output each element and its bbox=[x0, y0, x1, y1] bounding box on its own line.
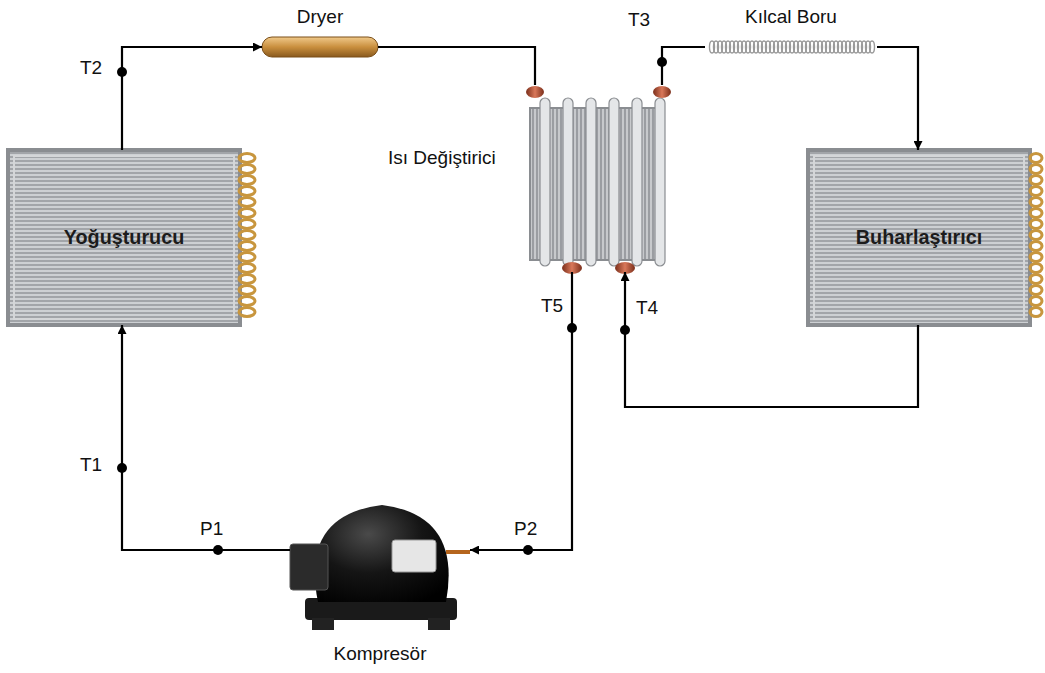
refrigerant-pipe bbox=[378, 47, 535, 85]
component: Dryer bbox=[262, 6, 378, 58]
coil-turn bbox=[239, 264, 255, 273]
tube bbox=[563, 98, 573, 266]
suction-stub bbox=[446, 550, 470, 554]
component: Kılcal Boru bbox=[705, 6, 877, 58]
sensor-label: T2 bbox=[80, 58, 102, 79]
component: Kompresör bbox=[290, 495, 470, 667]
refrigerant-pipe bbox=[470, 272, 572, 550]
coil-turn bbox=[239, 242, 255, 251]
refrigerant-pipe bbox=[877, 47, 918, 150]
coil-turn bbox=[239, 198, 255, 207]
sensor-label: P2 bbox=[514, 519, 537, 540]
coil-turn bbox=[1030, 231, 1042, 240]
compressor-dome bbox=[315, 505, 449, 602]
coil-turn bbox=[870, 41, 875, 53]
coil-turn bbox=[239, 308, 255, 317]
copper-end bbox=[526, 86, 544, 98]
component-label: Dryer bbox=[262, 6, 378, 28]
coil-turn bbox=[239, 187, 255, 196]
coil-turn bbox=[239, 231, 255, 240]
refrigerant-pipe bbox=[662, 47, 705, 85]
component-label: Yoğuşturucu bbox=[8, 226, 240, 249]
coil-turn bbox=[1030, 187, 1042, 196]
sensor-label: P1 bbox=[200, 519, 223, 540]
compressor-foot bbox=[428, 618, 450, 630]
coil-turn bbox=[239, 286, 255, 295]
coil-turn bbox=[1030, 165, 1042, 174]
coil-turn bbox=[1030, 198, 1042, 207]
component: Isı Değiştirici bbox=[528, 85, 668, 272]
coil-turn bbox=[1030, 242, 1042, 251]
condenser-body bbox=[8, 150, 240, 325]
coil-turn bbox=[239, 176, 255, 185]
coil-turn bbox=[239, 165, 255, 174]
component: Buharlaştırıcı bbox=[808, 150, 1030, 325]
coil-turn bbox=[1030, 275, 1042, 284]
component-label: Kompresör bbox=[290, 643, 470, 665]
tube bbox=[586, 98, 596, 266]
tube bbox=[655, 98, 665, 266]
tube bbox=[540, 98, 550, 266]
component: Yoğuşturucu bbox=[8, 150, 240, 325]
evaporator-body bbox=[808, 150, 1030, 325]
sensor-label: T1 bbox=[80, 455, 102, 476]
coil-turn bbox=[239, 209, 255, 218]
refrigerant-pipe bbox=[625, 272, 918, 407]
component-label: Kılcal Boru bbox=[705, 6, 877, 28]
compressor-foot bbox=[312, 618, 334, 630]
compressor-plate bbox=[392, 540, 436, 572]
coil-turn bbox=[1030, 209, 1042, 218]
coil-turn bbox=[239, 275, 255, 284]
component-label: Buharlaştırıcı bbox=[808, 226, 1030, 249]
condenser-coil bbox=[239, 154, 255, 317]
coil-turn bbox=[239, 297, 255, 306]
coil-turn bbox=[239, 253, 255, 262]
evaporator-coil bbox=[1030, 154, 1042, 317]
terminal-box bbox=[290, 544, 328, 590]
coil-turn bbox=[239, 154, 255, 163]
sensor-label: T3 bbox=[628, 10, 650, 31]
coil-turn bbox=[1030, 308, 1042, 317]
tube bbox=[632, 98, 642, 266]
copper-end bbox=[653, 86, 671, 98]
coil-turn bbox=[239, 220, 255, 229]
sensor-label: T4 bbox=[636, 298, 658, 319]
coil-turn bbox=[1030, 176, 1042, 185]
refrigerant-pipe bbox=[122, 47, 262, 150]
component-label: Isı Değiştirici bbox=[388, 147, 506, 169]
sensor-label: T5 bbox=[541, 296, 563, 317]
refrigerant-pipe bbox=[122, 325, 290, 550]
coil-turn bbox=[1030, 297, 1042, 306]
capillary-coil bbox=[710, 41, 875, 53]
coil-turn bbox=[1030, 264, 1042, 273]
coil-turn bbox=[1030, 253, 1042, 262]
exchanger-tubes bbox=[540, 98, 665, 266]
tube bbox=[609, 98, 619, 266]
coil-turn bbox=[1030, 154, 1042, 163]
coil-turn bbox=[1030, 286, 1042, 295]
coil-turn bbox=[1030, 220, 1042, 229]
dryer-capsule bbox=[262, 37, 378, 57]
